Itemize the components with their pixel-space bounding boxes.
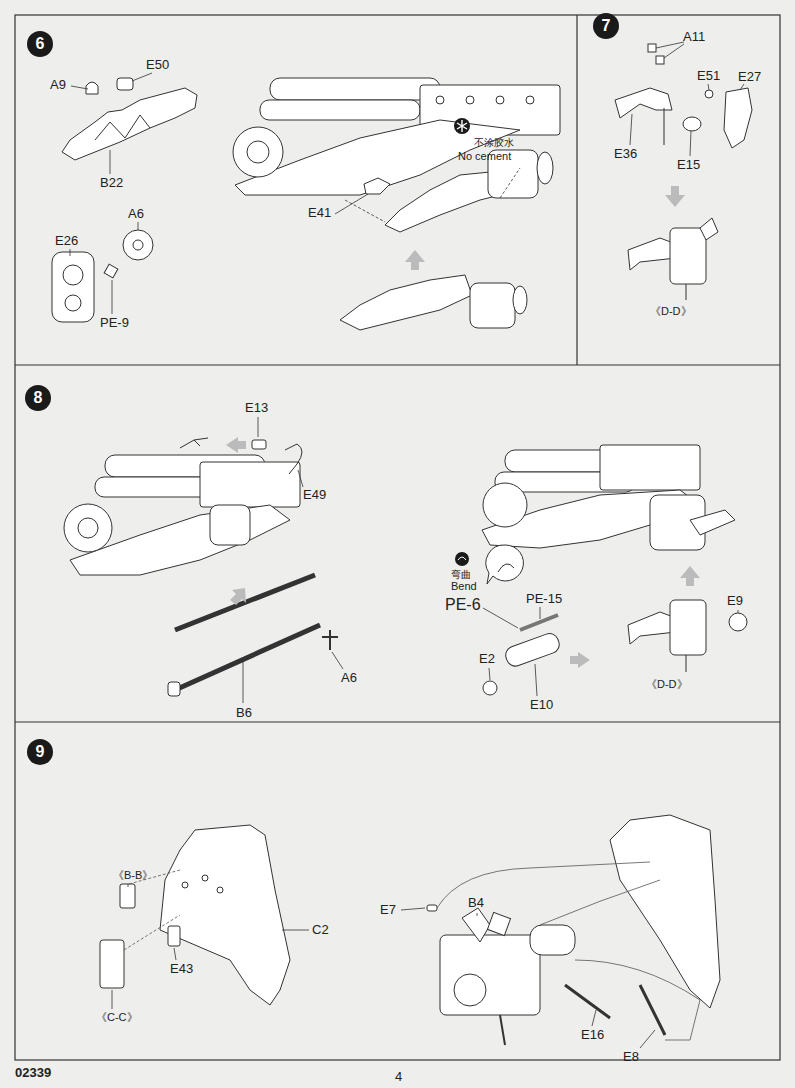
part-label: 不涂胶水 bbox=[474, 137, 514, 149]
part-label: PE-9 bbox=[100, 316, 129, 331]
step-number-text: 8 bbox=[34, 389, 43, 407]
step8-parts bbox=[64, 438, 747, 696]
leader-lines bbox=[630, 42, 744, 156]
assembly-arrow bbox=[680, 566, 700, 586]
leader-lines bbox=[70, 73, 520, 314]
step-number: 8 bbox=[25, 385, 51, 411]
part-label: B4 bbox=[468, 896, 484, 911]
step-number-text: 9 bbox=[36, 743, 45, 761]
assembly-arrow bbox=[230, 588, 246, 605]
step-number-text: 6 bbox=[36, 35, 45, 53]
part-label: PE-15 bbox=[526, 592, 562, 607]
no-cement-symbol bbox=[454, 118, 470, 134]
part-label: B22 bbox=[100, 176, 123, 191]
part-label: Bend bbox=[451, 580, 477, 593]
page-footer: 4 bbox=[395, 1070, 402, 1085]
part-label: E7 bbox=[380, 903, 396, 918]
part-label: B6 bbox=[236, 706, 252, 721]
part-label: E51 bbox=[697, 69, 720, 84]
part-label: E41 bbox=[308, 206, 331, 221]
part-label: A6 bbox=[128, 207, 144, 222]
part-label: A11 bbox=[683, 30, 705, 45]
step9-parts bbox=[100, 815, 720, 1045]
part-label: E49 bbox=[303, 488, 326, 503]
step-number: 7 bbox=[593, 13, 619, 39]
part-label: PE-6 bbox=[445, 596, 481, 614]
part-label: A6 bbox=[341, 671, 357, 686]
part-label: 《D-D》 bbox=[650, 305, 692, 318]
part-label: No cement bbox=[458, 150, 511, 163]
part-label: E10 bbox=[530, 698, 553, 713]
part-label: E26 bbox=[55, 234, 78, 249]
part-label: E2 bbox=[479, 652, 495, 667]
part-label: E13 bbox=[245, 401, 268, 416]
part-label: C2 bbox=[312, 923, 329, 938]
assembly-arrow bbox=[405, 250, 425, 270]
step-number-text: 7 bbox=[602, 17, 611, 35]
part-label: E27 bbox=[738, 70, 761, 85]
part-label: 《C-C》 bbox=[96, 1011, 138, 1024]
panel-frame bbox=[15, 15, 780, 1060]
no-cement-symbol bbox=[457, 120, 467, 132]
step7-parts bbox=[615, 44, 752, 300]
bend-bubble bbox=[486, 545, 523, 584]
assembly-arrow bbox=[665, 186, 685, 207]
part-label: E36 bbox=[614, 147, 637, 162]
part-label: 弯曲 bbox=[451, 569, 471, 581]
bend-symbol bbox=[458, 557, 466, 560]
bend-bubble bbox=[498, 564, 514, 572]
wire-lines bbox=[124, 862, 700, 1040]
part-label: A9 bbox=[50, 78, 66, 93]
leader-lines bbox=[112, 884, 655, 1048]
leader-lines bbox=[243, 417, 738, 703]
part-label: E43 bbox=[170, 962, 193, 977]
assembly-arrow bbox=[226, 437, 246, 453]
part-label: 《B-B》 bbox=[113, 869, 153, 882]
part-label: E50 bbox=[146, 58, 169, 73]
step6-parts bbox=[52, 78, 560, 330]
assembly-arrow bbox=[570, 652, 590, 668]
step-number: 6 bbox=[27, 31, 53, 57]
step-number: 9 bbox=[27, 739, 53, 765]
part-label: E16 bbox=[581, 1028, 604, 1043]
bend-symbol bbox=[455, 552, 469, 566]
part-label: E15 bbox=[677, 158, 700, 173]
page-footer: 02339 bbox=[15, 1066, 51, 1081]
part-label: 《D-D》 bbox=[646, 678, 688, 691]
part-label: E9 bbox=[727, 594, 743, 609]
part-label: E8 bbox=[623, 1050, 639, 1065]
